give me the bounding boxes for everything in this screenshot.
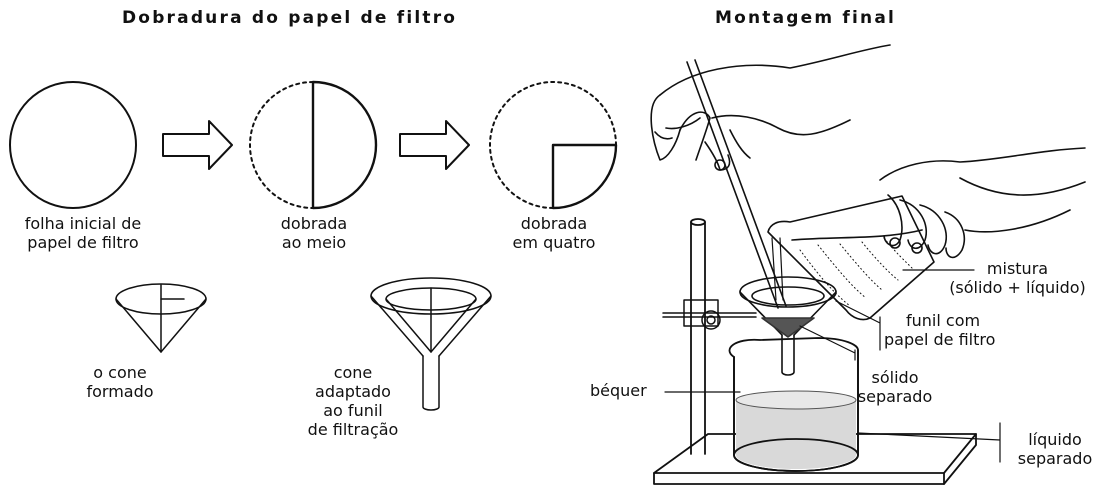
stand-base [653,433,977,485]
final-funnel [739,276,837,376]
paper-cone [115,283,207,353]
label-mixture: mistura(sólido + líquido) [949,259,1086,297]
arrow-right-icon [399,120,470,170]
funnel-with-cone [370,277,492,411]
glass-rod [686,59,787,309]
pouring-beaker [767,195,935,321]
clamp [662,299,757,330]
stand-rod [690,218,706,455]
leader-lines [664,269,1001,463]
half-folded-paper [249,80,378,210]
arrow-right-icon [162,120,233,170]
beaker [728,337,859,472]
hand-holding-rod [650,44,891,171]
label-beaker: béquer [590,381,647,400]
filter-paper-circle [9,81,137,209]
left-section-title: Dobradura do papel de filtro [122,8,458,28]
right-section-title: Montagem final [715,8,897,28]
hand-holding-beaker [879,147,1086,259]
quarter-folded-paper [489,81,618,210]
